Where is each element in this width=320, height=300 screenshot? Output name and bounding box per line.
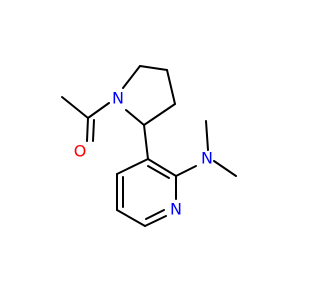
bond-py-c2-c3-inner xyxy=(147,165,170,179)
bond-carbonyl-n xyxy=(87,102,110,119)
bond-c4-c3 xyxy=(166,69,176,105)
bond-py-c5-c6 xyxy=(116,209,146,227)
bond-c2-nme2 xyxy=(175,165,197,177)
bond-py-c3-c4 xyxy=(116,158,149,175)
bond-nme2-methyl-right xyxy=(213,160,237,177)
molecule-structure: N O N N xyxy=(61,65,237,227)
bond-py-c2-c3-outer xyxy=(147,158,177,177)
bond-nme2-methyl-up xyxy=(205,120,209,151)
bond-c2-n xyxy=(125,109,145,126)
atom-label-o-carbonyl: O xyxy=(74,142,87,161)
atom-label-n-dimethylamino: N xyxy=(201,149,213,168)
atom-label-n-pyridine: N xyxy=(170,200,182,219)
bond-c3-c2 xyxy=(143,103,176,126)
atom-label-n-pyrrolidine: N xyxy=(112,89,124,108)
bond-n-c5 xyxy=(122,65,141,89)
bond-methyl-carbonyl xyxy=(61,96,89,119)
bond-carbonyl-o-2 xyxy=(92,119,95,142)
bond-py-c6-n-outer xyxy=(144,215,167,227)
molecule-canvas: N O N N xyxy=(61,65,237,227)
bond-py-c6-n-inner xyxy=(145,209,165,220)
bond-c5-c4 xyxy=(139,65,168,71)
bond-carbonyl-o-1 xyxy=(86,117,89,142)
bond-c2-pyridine xyxy=(143,124,149,160)
